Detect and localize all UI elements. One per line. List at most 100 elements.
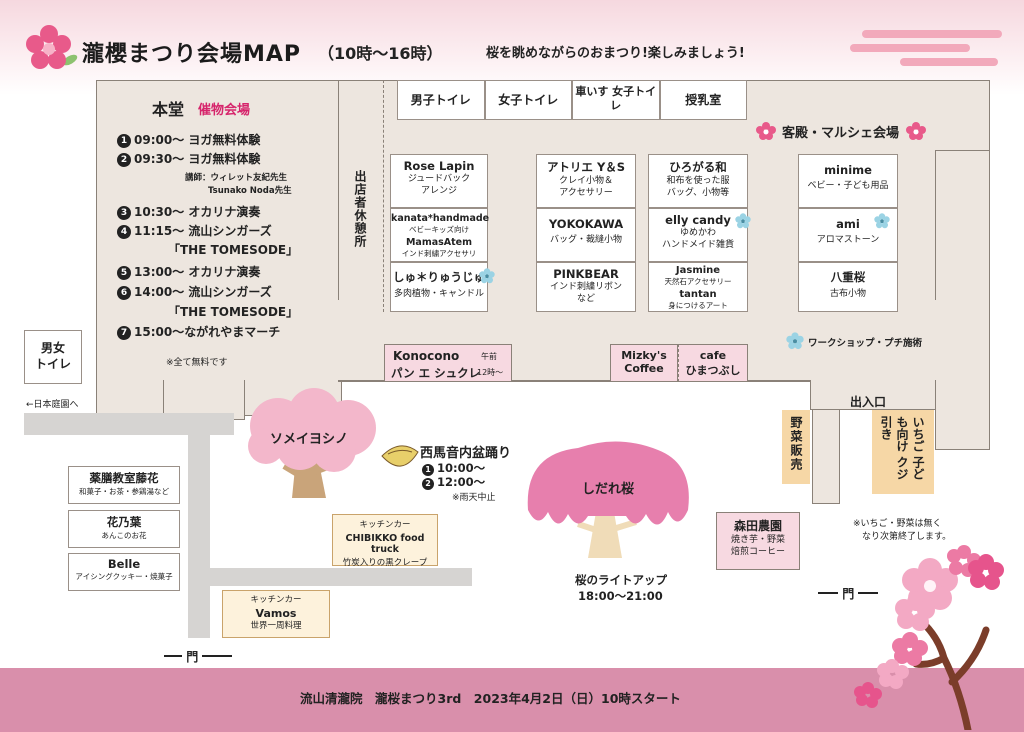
rest-area-divider [383,80,384,312]
schedule-text: 「THE TOMESODE」 [168,305,299,319]
store-shu-ryuju[interactable]: しゅ＊りゅうじゅ 多肉植物・キャンドル [390,262,488,312]
shidare-sakura-label: しだれ桜 [582,482,635,497]
schedule-number: 7 [117,326,131,340]
store-atelier-ys[interactable]: アトリエ Y＆S クレイ小物＆ アクセサリー [536,154,636,208]
footer-text: 流山清瀧院 瀧桜まつり3rd 2023年4月2日（日）10時スタート [300,691,681,706]
dance-title: 西馬音内盆踊り [420,446,512,461]
store-elly-candy[interactable]: elly candy ゆめかわ ハンドメイド雑貨 [648,208,748,262]
shop-yakuzen-touka[interactable]: 薬膳教室藤花 和菓子・お茶・参鶏湯など [68,466,180,504]
sakura-icon [756,122,776,140]
schedule-text: 講師：ウィレット友紀先生 [185,173,288,183]
tagline: 桜を眺めながらのおまつり!楽しみましょう! [486,46,745,61]
nursing-room[interactable]: 授乳室 [659,80,747,120]
toilet-men[interactable]: 男子トイレ [397,80,485,120]
store-jasmine-tantan[interactable]: Jasmine 天然石アクセサリー tantan 身につけるアート [648,262,748,312]
rest-area-label: 出店者休憩所 [353,170,367,248]
schedule-text: 11:15〜 流山シンガーズ [134,224,272,238]
store-yaezakura[interactable]: 八重桜 古布小物 [798,262,898,312]
store-pinkbear[interactable]: PINKBEAR インド刺繍リボン など [536,262,636,312]
road-path [188,413,210,638]
kyakuden-right-wing [935,150,990,450]
shop-hananoha[interactable]: 花乃葉 あんこのお花 [68,510,180,548]
somei-yoshino-label: ソメイヨシノ [270,432,349,447]
map-title: 瀧櫻まつり会場MAP [82,42,302,67]
header-stripe [850,44,970,52]
schedule-text: 14:00〜 流山シンガーズ [134,285,272,299]
toilet-unisex[interactable]: 男女 トイレ [24,330,82,384]
entrance-label: 出入口 [850,395,887,409]
schedule-number: 5 [117,266,131,280]
dance-note: ※雨天中止 [452,493,496,503]
lightup-time: 18:00〜21:00 [578,589,663,603]
sakura-icon [906,122,926,140]
schedule-number: 6 [117,286,131,300]
schedule-text: 13:00〜 オカリナ演奏 [134,265,261,279]
morita-farm[interactable]: 森田農園 焼き芋・野菜 焙煎コーヒー [716,512,800,570]
workshop-icon [786,332,804,350]
schedule-number: 4 [117,225,131,239]
sakura-logo-icon [26,25,78,69]
lightup-label: 桜のライトアップ [575,573,667,587]
workshop-icon [735,213,751,229]
honden-subtitle: 催物会場 [198,103,251,118]
workshop-icon [874,213,890,229]
footer-band [0,668,1024,732]
header-stripe [900,58,998,66]
kyakuden-entrance-wing [812,410,840,504]
schedule-text: 10:30〜 オカリナ演奏 [134,205,261,219]
kitchen-car-vamos[interactable]: キッチンカー Vamos 世界一周料理 [222,590,330,638]
kyakuden-bottom-edge [338,380,813,382]
gate-right: 門 [818,585,879,602]
vegetable-note-2: なり次第終了します。 [862,532,952,542]
event-hours: （10時〜16時） [318,44,443,63]
store-yokokawa[interactable]: YOKOKAWA バッグ・裁縫小物 [536,208,636,262]
strawberry-lottery-stall[interactable]: いちご 子ども向け クジ引き [872,410,934,494]
store-kanata-mamas[interactable]: kanata*handmade ベビーキッズ向け MamasAtem インド刺繍… [390,208,489,262]
schedule-number: 1 [117,134,131,148]
schedule-text: 09:30〜 ヨガ無料体験 [134,152,261,166]
schedule-text: 09:00〜 ヨガ無料体験 [134,133,261,147]
toilet-women[interactable]: 女子トイレ [484,80,572,120]
schedule-item: 「THE TOMESODE」 [168,303,298,320]
kitchen-car-chibikko[interactable]: キッチンカー CHIBIKKO food truck 竹炭入りの黒クレープ [332,514,438,568]
schedule-item: Tsunako Noda先生 [208,184,292,196]
schedule-item: 講師：ウィレット友紀先生 [185,171,287,183]
store-hirogaru-wa[interactable]: ひろがる和 和布を使った服 バッグ、小物等 [648,154,748,208]
vegetable-note-1: ※いちご・野菜は無く [853,519,942,529]
honden-title: 本堂 [152,100,185,119]
schedule-number: 2 [117,153,131,167]
garden-direction[interactable]: ←日本庭園へ [26,400,79,410]
kyakuden-annex [810,380,936,410]
schedule-text: Tsunako Noda先生 [208,186,292,196]
shop-belle[interactable]: Belle アイシングクッキー・焼菓子 [68,553,180,591]
schedule-text: 15:00〜ながれやまマーチ [134,325,281,339]
sakura-branch-icon [854,545,1004,730]
food-konocono[interactable]: Konocono パン エ シュクレ 午前 12時〜 [384,344,512,382]
dance-hat-icon [381,445,419,467]
food-cafe-himatsubushi[interactable]: cafe ひまつぶし [678,344,748,382]
store-rose-lapin[interactable]: Rose Lapin ジュードバック アレンジ [390,154,488,208]
schedule-text: 「THE TOMESODE」 [168,243,299,257]
gate-left: 門 [164,648,233,665]
vegetable-stall[interactable]: 野菜販売 [782,410,810,484]
store-minime[interactable]: minime ベビー・子ども用品 [798,154,898,208]
road-path [24,413,234,435]
header-stripe [862,30,1002,38]
toilet-row: 男子トイレ 女子トイレ 車いす 女子トイレ 授乳室 [397,80,747,120]
workshop-legend: ワークショップ・プチ施術 [808,338,923,349]
schedule-item: 「THE TOMESODE」 [168,241,298,258]
food-mizkys-coffee[interactable]: Mizky's Coffee [610,344,678,382]
workshop-icon [479,268,495,284]
toilet-wheelchair[interactable]: 車いす 女子トイレ [572,80,660,120]
kyakuden-title: 客殿・マルシェ会場 [782,126,900,141]
shidare-sakura-tree-icon [527,441,689,558]
